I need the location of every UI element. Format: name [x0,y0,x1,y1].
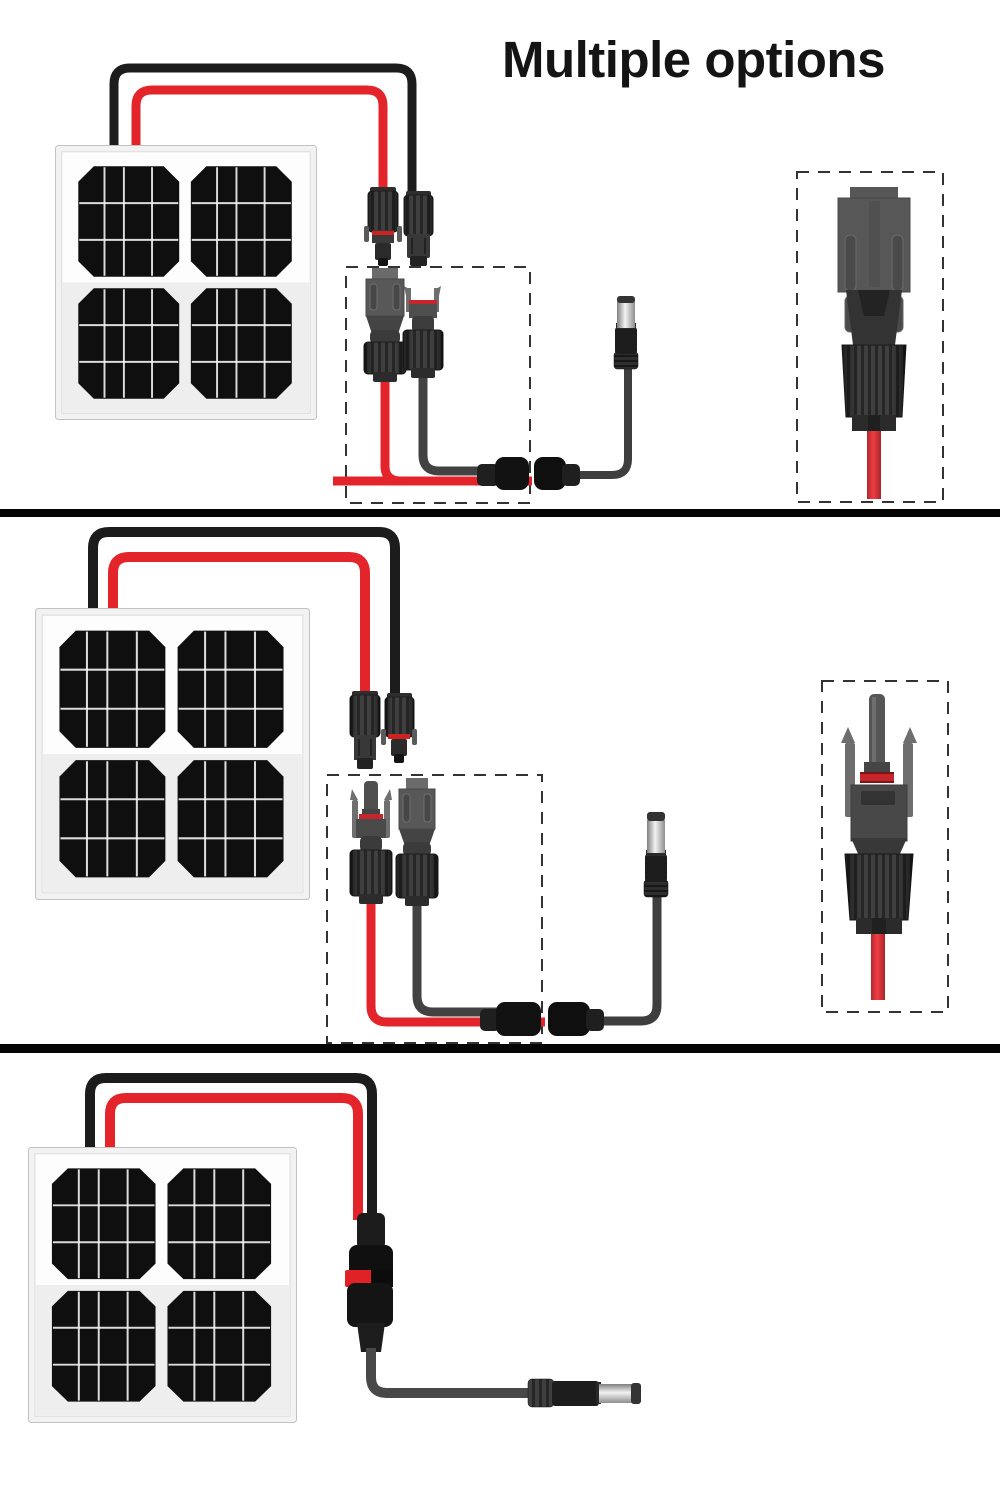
dc-barrel-plug [643,812,669,898]
section-option-1 [55,63,944,504]
red-o-ring [860,772,894,783]
mc4-adapter-highlight-box [345,266,531,504]
panel-wire-red [131,85,388,192]
mc4-male-connector-closeup [841,694,917,1000]
section-option-3 [28,1073,641,1423]
red-o-ring [372,231,394,235]
dc-cable [600,893,662,1026]
solar-panel [28,1147,296,1422]
panel-wire-black [85,1073,377,1220]
inline-mc4-coupler [345,1213,393,1352]
connector-closeup-box [796,171,944,503]
panel-wire-red [108,552,370,696]
mc4-connector-pair [364,187,434,266]
section-divider [0,509,1000,517]
section-divider [0,1044,1000,1053]
section-option-2 [36,527,949,1044]
red-o-ring [409,300,437,305]
dc-barrel-plug [527,1378,641,1408]
red-o-ring [388,734,410,739]
solar-panel [36,609,310,900]
plug-silver-barrel [647,820,665,853]
adapter-wire-red [366,900,545,1027]
connector-closeup-box [821,680,949,1013]
plug-silver-barrel [617,301,635,328]
dc-barrel-plug [613,296,639,370]
panel-wire-black [109,63,417,194]
mc4-to-dc-adapter [333,268,532,486]
panel-wire-black [88,527,400,698]
closeup-red-wire [871,934,885,1000]
red-band [345,1270,373,1287]
panel-wire-red [105,1093,363,1220]
inline-barrel-coupler [477,457,580,490]
page-title: Multiple options [502,31,885,88]
dc-cable [578,366,632,479]
mc4-adapter-highlight-box [326,774,543,1044]
dc-cable [366,1348,534,1398]
inline-barrel-coupler [480,1002,604,1036]
mc4-connector-pair [349,691,417,769]
solar-panel [55,145,316,419]
closeup-red-wire [867,431,881,499]
mc4-female-connector-closeup [837,187,911,499]
adapter-wire-black [412,902,498,1017]
mc4-to-dc-adapter [349,778,545,1027]
plug-silver-barrel [599,1384,634,1403]
adapter-wire-black [418,376,482,476]
red-o-ring [359,814,383,820]
